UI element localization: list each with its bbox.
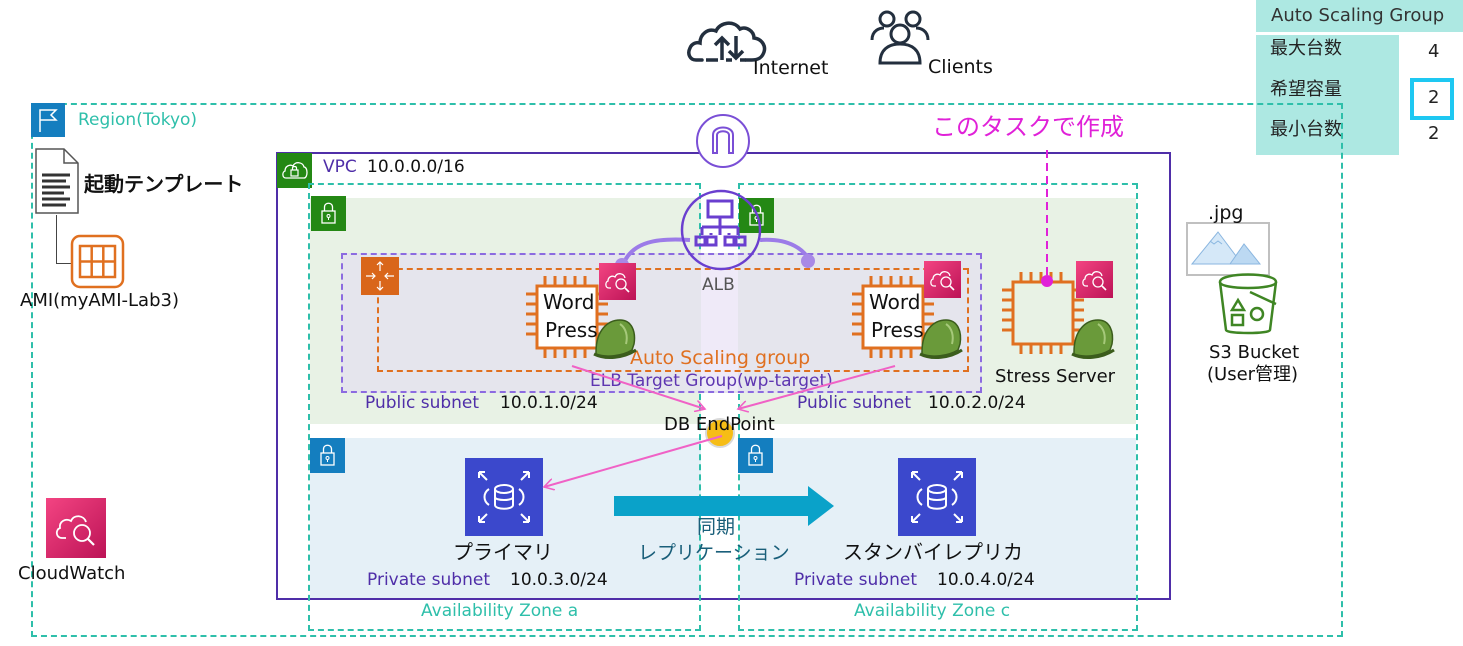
vpc-cidr: 10.0.0.0/16 <box>367 157 465 177</box>
internet-gateway-icon <box>695 113 751 169</box>
task-note-label: このタスクで作成 <box>932 113 1124 141</box>
asg-max-value: 4 <box>1428 41 1440 62</box>
alb-label: ALB <box>702 275 735 295</box>
wordpress-a-cloudwatch-icon <box>599 263 636 300</box>
wordpress-c-helmet-icon <box>918 316 964 360</box>
private-subnet-a-lock-icon <box>310 438 345 473</box>
wordpress-c-label-line1: Word <box>869 290 921 314</box>
private-subnet-a-cidr: 10.0.3.0/24 <box>510 570 608 590</box>
az-a-label: Availability Zone a <box>421 601 579 621</box>
asg-desired-label: 希望容量 <box>1270 79 1342 100</box>
asg-min-value: 2 <box>1428 123 1440 144</box>
stress-server-helmet-icon <box>1070 316 1116 360</box>
alb-link-c-dot <box>801 254 815 268</box>
rds-primary-label: プライマリ <box>453 540 553 564</box>
ec2-wordpress-a <box>522 274 612 360</box>
az-c-label: Availability Zone c <box>854 601 1011 621</box>
asg-desired-value: 2 <box>1428 87 1440 108</box>
cloudwatch-icon <box>46 498 106 558</box>
private-subnet-c-lock-icon <box>738 438 773 473</box>
ec2-wordpress-c <box>848 274 938 360</box>
replication-label-line1: 同期 <box>697 516 736 538</box>
private-subnet-a-label: Private subnet <box>367 570 490 590</box>
public-subnet-c-label: Public subnet <box>797 393 912 413</box>
region-label: Region(Tokyo) <box>78 110 198 130</box>
replication-label-line2: レプリケーション <box>638 542 790 564</box>
asg-settings-title: Auto Scaling Group <box>1271 5 1445 26</box>
public-subnet-a-lock-icon <box>311 196 346 231</box>
db-endpoint-dot <box>705 418 735 448</box>
alb-icon <box>680 189 762 271</box>
s3-bucket-label: S3 Bucket <box>1209 342 1300 363</box>
arrow-wordpress-c-to-db <box>738 365 896 409</box>
cloudwatch-label: CloudWatch <box>18 563 126 584</box>
s3-file-extension: .jpg <box>1208 202 1244 224</box>
wordpress-c-label-line2: Press <box>871 318 924 342</box>
asg-settings-table <box>1256 35 1399 155</box>
private-subnet-c-cidr: 10.0.4.0/24 <box>937 570 1035 590</box>
public-subnet-a-label: Public subnet <box>365 393 480 413</box>
internet-label: Internet <box>753 57 829 79</box>
ami-icon <box>70 234 125 289</box>
private-subnet-c-label: Private subnet <box>794 570 917 590</box>
auto-scaling-group-boundary <box>377 268 969 372</box>
template-ami-connector <box>56 215 73 264</box>
launch-template-document-icon <box>34 147 80 215</box>
region-flag-icon <box>31 103 65 137</box>
asg-label: Auto Scaling group <box>630 347 811 369</box>
image-file-icon <box>1186 222 1270 276</box>
rds-primary-icon <box>465 458 543 536</box>
arrow-endpoint-to-primary <box>544 435 723 487</box>
target-group-label: ELB Target Group(wp-target) <box>590 371 833 391</box>
wordpress-c-cloudwatch-icon <box>924 261 961 298</box>
ami-label: AMI(myAMI-Lab3) <box>20 290 179 311</box>
region-boundary <box>31 103 1343 637</box>
asg-max-label: 最大台数 <box>1270 38 1342 59</box>
vpc-label: VPC <box>323 157 357 177</box>
ec2-stress-server <box>998 270 1088 356</box>
clients-label: Clients <box>928 56 993 78</box>
clients-icon <box>870 8 930 65</box>
stress-server-label: Stress Server <box>995 366 1116 387</box>
stress-server-cloudwatch-icon <box>1076 261 1113 298</box>
vpc-cloud-lock-icon <box>277 153 312 188</box>
wordpress-a-label-line1: Word <box>543 290 595 314</box>
asg-desired-highlight <box>1410 78 1454 120</box>
s3-bucket-owner-label: (User管理) <box>1207 364 1299 385</box>
public-subnet-c-cidr: 10.0.2.0/24 <box>928 393 1026 413</box>
wordpress-a-label-line2: Press <box>545 318 598 342</box>
public-subnet-a-cidr: 10.0.1.0/24 <box>500 393 598 413</box>
asg-min-label: 最小台数 <box>1270 119 1342 140</box>
asg-settings-header <box>1256 0 1463 32</box>
task-note-pointer-dot <box>1041 275 1053 287</box>
rds-standby-label: スタンバイレプリカ <box>843 540 1023 564</box>
replication-arrow <box>614 486 834 526</box>
auto-scaling-icon <box>361 257 399 295</box>
internet-gateway-cloud-icon <box>687 14 768 64</box>
arrow-wordpress-a-to-db <box>571 365 705 409</box>
alb-highlight-strip <box>701 255 738 391</box>
db-endpoint-label: DB EndPoint <box>664 414 775 435</box>
rds-standby-icon <box>898 458 976 536</box>
s3-bucket-icon <box>1216 268 1282 336</box>
wordpress-a-helmet-icon <box>592 316 638 360</box>
launch-template-label: 起動テンプレート <box>84 172 244 196</box>
